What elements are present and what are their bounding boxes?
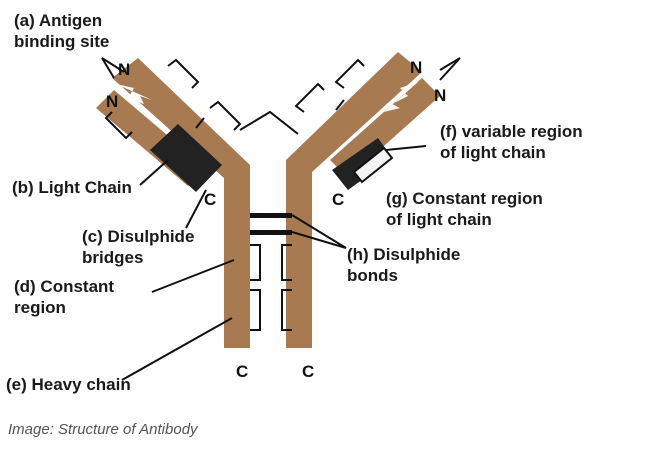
light-chain-left-constant-block (150, 124, 222, 192)
label-antigen-binding-site: (a) Antigen binding site (14, 11, 110, 51)
light-chain-right (330, 78, 440, 190)
n-terminal-right-heavy: N (410, 58, 423, 77)
label-light-chain: (b) Light Chain (12, 178, 132, 197)
c-terminal-left-light: C (204, 190, 217, 209)
leader-antigen-binding-left (101, 57, 125, 79)
c-terminal-right-light: C (332, 190, 345, 209)
leader-variable-region (385, 145, 427, 151)
disulphide-bond-2 (250, 230, 292, 235)
n-terminal-right-light: N (434, 86, 447, 105)
leader-disulphide-bridges (185, 189, 207, 229)
leader-heavy-chain (121, 317, 233, 381)
antigen-binding-cleft-left (116, 84, 152, 104)
leader-constant-region (151, 259, 235, 293)
label-constant-region-light-chain: (g) Constant region of light chain (386, 189, 543, 229)
light-chain-right-constant-box (352, 146, 394, 184)
n-terminal-left-light: N (106, 92, 119, 111)
label-disulphide-bridges: (c) Disulphide bridges (82, 227, 195, 267)
n-terminal-left-heavy: N (118, 60, 131, 79)
label-variable-region-light-chain: (f) variable region of light chain (440, 122, 583, 162)
heavy-chain-domain-brackets (250, 244, 292, 331)
heavy-chain-right (286, 52, 422, 348)
heavy-chain-left (112, 58, 250, 348)
label-heavy-chain: (e) Heavy chain (6, 375, 131, 394)
label-constant-region: (d) Constant region (14, 277, 115, 317)
c-terminal-left-heavy: C (236, 362, 249, 381)
label-disulphide-bonds: (h) Disulphide bonds (347, 245, 461, 285)
leader-lines (101, 57, 461, 381)
leader-disulphide-bonds (291, 214, 347, 249)
light-chain-right-constant-block (332, 138, 392, 190)
leader-antigen-binding-right (439, 57, 461, 81)
disulphide-bond-1 (250, 213, 292, 218)
arm-domain-brackets (104, 58, 365, 140)
figure-caption: Image: Structure of Antibody (8, 421, 198, 438)
leader-light-chain (139, 159, 169, 186)
hinge-line (239, 110, 299, 135)
light-chain-left (96, 90, 222, 192)
c-terminal-right-heavy: C (302, 362, 315, 381)
antigen-binding-cleft-right (384, 82, 418, 112)
